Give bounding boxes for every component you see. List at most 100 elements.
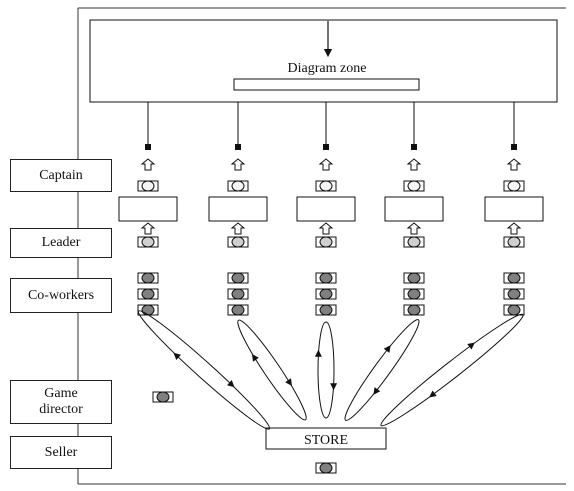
loop-arrowhead: [330, 383, 338, 391]
role-leader-label: Leader: [41, 235, 81, 250]
loop-arrowhead: [373, 387, 381, 395]
captain-token-disc: [507, 180, 521, 192]
zone-link-square: [511, 144, 517, 150]
captain-token: [503, 180, 525, 192]
loop-arrowhead: [429, 390, 437, 398]
coworker-token-disc: [231, 288, 245, 300]
role-game-director: Game director: [10, 380, 112, 424]
seller-token-shape-disc: [319, 462, 333, 474]
loop-ellipse: [137, 310, 271, 430]
zone-link-square: [323, 144, 329, 150]
store-loop-2: [237, 319, 307, 421]
store-loop-5: [380, 313, 524, 427]
station-box: [384, 196, 444, 222]
diagram-zone-title: Diagram zone: [288, 61, 367, 76]
coworker-token-disc: [141, 288, 155, 300]
coworker-token: [227, 288, 249, 300]
store-label: STORE: [304, 433, 348, 448]
captain-up-arrow: [230, 158, 246, 171]
role-seller: Seller: [10, 436, 112, 469]
coworker-token-disc: [407, 272, 421, 284]
coworker-token-disc: [407, 288, 421, 300]
captain-token-disc: [141, 180, 155, 192]
leader-token: [227, 236, 249, 248]
leader-up-arrow: [506, 222, 522, 235]
game-director-token-shape: [152, 391, 174, 403]
zone-link-square: [411, 144, 417, 150]
leader-token: [503, 236, 525, 248]
loop-ellipse: [380, 313, 524, 427]
coworker-token-disc: [141, 304, 155, 316]
coworker-token: [315, 304, 337, 316]
role-game-director-label: Game director: [39, 386, 83, 417]
coworker-token-disc: [319, 288, 333, 300]
station-box: [484, 196, 544, 222]
captain-token: [315, 180, 337, 192]
leader-token-disc: [141, 236, 155, 248]
seller-token: [315, 462, 337, 474]
coworker-token: [503, 288, 525, 300]
coworker-token-disc: [231, 304, 245, 316]
role-seller-label: Seller: [44, 444, 78, 460]
store-loop-4: [344, 319, 420, 421]
loop-arrowhead: [227, 380, 235, 388]
leader-token: [137, 236, 159, 248]
role-captain-label: Captain: [39, 167, 83, 183]
store-loop-1: [137, 310, 271, 430]
captain-token: [403, 180, 425, 192]
leader-up-arrow: [318, 222, 334, 235]
coworker-token: [227, 272, 249, 284]
store-box: [265, 427, 387, 450]
captain-up-arrow: [506, 158, 522, 171]
coworker-token: [503, 272, 525, 284]
loop-arrowhead: [285, 378, 293, 387]
leader-up-arrow: [230, 222, 246, 235]
captain-up-arrow: [140, 158, 156, 171]
team-column-4: [384, 102, 444, 316]
store-loop-3: [314, 321, 338, 419]
loop-ellipse: [317, 321, 335, 419]
coworker-token: [137, 288, 159, 300]
role-coworkers-label: Co-workers: [27, 287, 95, 303]
zone-link-square: [145, 144, 151, 150]
game-director-token: [152, 391, 174, 403]
diagram-zone-bar: [233, 78, 420, 91]
loop-arrowhead: [314, 349, 322, 357]
station-box: [296, 196, 356, 222]
leader-token: [315, 236, 337, 248]
coworker-token: [227, 304, 249, 316]
coworker-token: [315, 288, 337, 300]
coworker-token: [403, 272, 425, 284]
captain-up-arrow: [318, 158, 334, 171]
store-loops: [137, 310, 524, 430]
loop-ellipse: [237, 319, 307, 421]
leader-token-disc: [231, 236, 245, 248]
captain-token-disc: [231, 180, 245, 192]
team-column-5: [484, 102, 544, 316]
teams-layer: [118, 102, 544, 316]
coworker-token: [137, 272, 159, 284]
game-director-token-shape-disc: [156, 391, 170, 403]
leader-token-disc: [319, 236, 333, 248]
loop-arrowhead: [173, 352, 181, 360]
coworker-token-disc: [507, 288, 521, 300]
coworker-token: [503, 304, 525, 316]
team-column-2: [208, 102, 268, 316]
captain-token: [227, 180, 249, 192]
coworker-token-disc: [507, 272, 521, 284]
coworker-token: [137, 304, 159, 316]
captain-token: [137, 180, 159, 192]
leader-token-disc: [407, 236, 421, 248]
seller-token-shape: [315, 462, 337, 474]
station-box: [118, 196, 178, 222]
loop-arrowhead: [383, 345, 391, 353]
role-captain: Captain: [10, 159, 112, 192]
loop-arrowhead: [251, 353, 259, 362]
coworker-token: [315, 272, 337, 284]
role-coworkers: Co-workers: [10, 278, 112, 313]
coworker-token-disc: [141, 272, 155, 284]
coworker-token: [403, 304, 425, 316]
coworker-token-disc: [507, 304, 521, 316]
